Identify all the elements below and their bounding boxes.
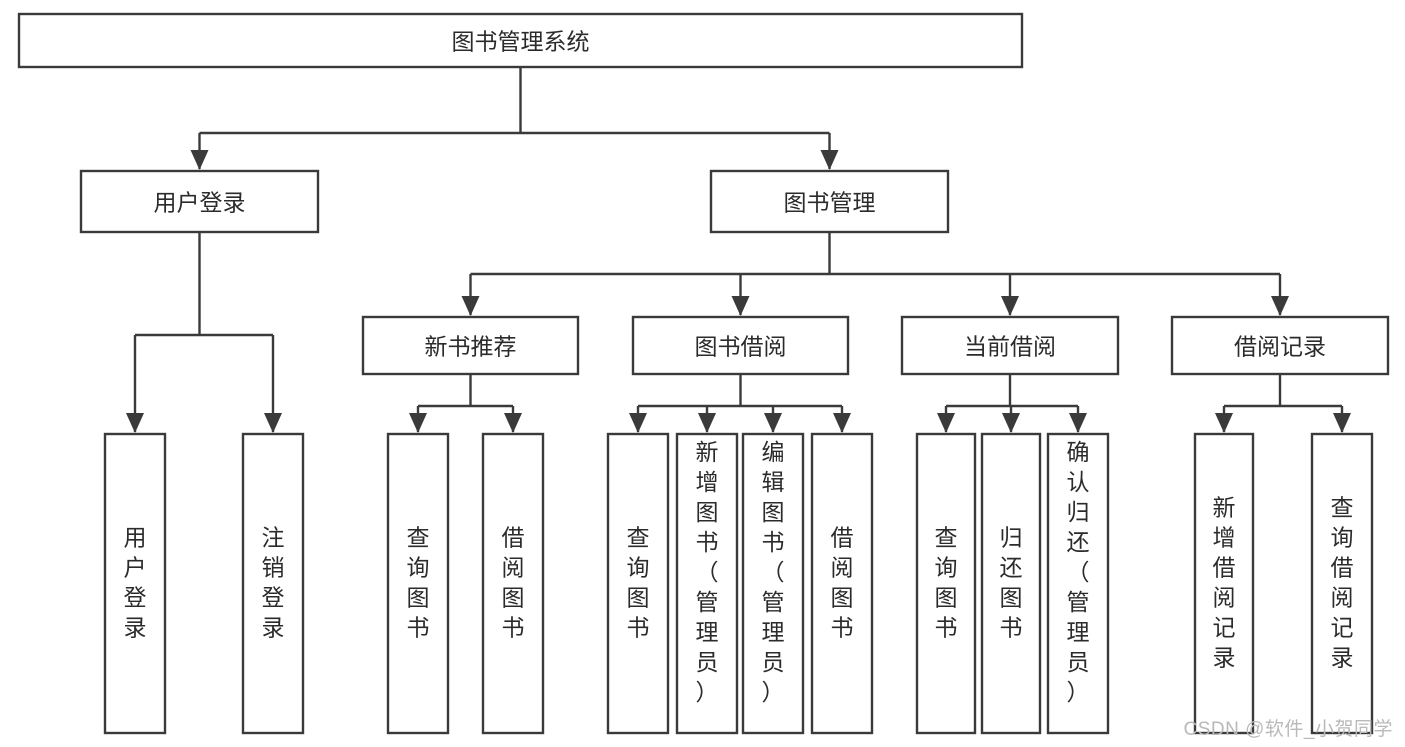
node-box-user-login bbox=[79, 169, 320, 234]
node-label-leaf-add-borrow-record: 新增借阅记录 bbox=[1213, 495, 1236, 671]
node-book-manage[interactable]: 图书管理 bbox=[709, 169, 950, 234]
node-box-leaf-user-login bbox=[103, 432, 167, 735]
node-leaf-edit-book-admin[interactable]: 编辑图书（管理员） bbox=[741, 432, 805, 735]
node-label-book-borrow: 图书借阅 bbox=[695, 334, 787, 360]
arrow-head-icon bbox=[764, 413, 782, 433]
arrow-head-icon bbox=[698, 413, 716, 433]
node-label-leaf-borrow-book-rec: 借阅图书 bbox=[502, 525, 525, 641]
node-label-borrow-record: 借阅记录 bbox=[1234, 334, 1326, 360]
arrow-head-icon bbox=[1215, 413, 1233, 433]
arrow-head-icon bbox=[264, 413, 282, 433]
arrow-head-icon bbox=[937, 413, 955, 433]
connector-lines bbox=[126, 67, 1351, 433]
node-box-leaf-query-book-borrow bbox=[606, 432, 670, 735]
node-leaf-borrow-book-rec[interactable]: 借阅图书 bbox=[481, 432, 545, 735]
node-label-current-borrow: 当前借阅 bbox=[964, 334, 1056, 360]
node-box-borrow-record bbox=[1170, 315, 1390, 376]
node-box-leaf-return-book bbox=[980, 432, 1042, 735]
node-leaf-add-borrow-record[interactable]: 新增借阅记录 bbox=[1193, 432, 1255, 735]
node-leaf-borrow-book[interactable]: 借阅图书 bbox=[810, 432, 874, 735]
node-box-leaf-borrow-book-rec bbox=[481, 432, 545, 735]
node-book-borrow[interactable]: 图书借阅 bbox=[631, 315, 850, 376]
node-box-leaf-add-borrow-record bbox=[1193, 432, 1255, 735]
node-label-new-book-recommend: 新书推荐 bbox=[425, 334, 517, 360]
node-boxes: 图书管理系统用户登录图书管理新书推荐图书借阅当前借阅借阅记录用户登录注销登录查询… bbox=[17, 12, 1390, 735]
node-new-book-recommend[interactable]: 新书推荐 bbox=[361, 315, 580, 376]
node-leaf-add-book-admin[interactable]: 新增图书（管理员） bbox=[675, 432, 739, 735]
arrow-head-icon bbox=[1271, 296, 1289, 316]
arrow-head-icon bbox=[833, 413, 851, 433]
node-box-leaf-query-book-current bbox=[915, 432, 977, 735]
arrow-head-icon bbox=[1333, 413, 1351, 433]
node-leaf-query-book-current[interactable]: 查询图书 bbox=[915, 432, 977, 735]
node-borrow-record[interactable]: 借阅记录 bbox=[1170, 315, 1390, 376]
node-label-leaf-query-book-borrow: 查询图书 bbox=[627, 525, 650, 641]
node-leaf-return-book[interactable]: 归还图书 bbox=[980, 432, 1042, 735]
node-box-leaf-query-book-rec bbox=[386, 432, 450, 735]
node-current-borrow[interactable]: 当前借阅 bbox=[900, 315, 1120, 376]
node-leaf-confirm-return-admin[interactable]: 确认归还（管理员） bbox=[1046, 432, 1110, 735]
node-label-leaf-return-book: 归还图书 bbox=[1000, 525, 1023, 641]
node-box-leaf-logout-login bbox=[241, 432, 305, 735]
arrow-head-icon bbox=[1001, 296, 1019, 316]
node-label-leaf-user-login: 用户登录 bbox=[124, 525, 147, 641]
arrow-head-icon bbox=[731, 296, 750, 316]
node-box-book-manage bbox=[709, 169, 950, 234]
node-box-leaf-query-borrow-record bbox=[1310, 432, 1374, 735]
node-label-user-login: 用户登录 bbox=[154, 190, 246, 216]
node-label-leaf-query-book-rec: 查询图书 bbox=[407, 525, 430, 641]
node-leaf-query-borrow-record[interactable]: 查询借阅记录 bbox=[1310, 432, 1374, 735]
node-label-leaf-edit-book-admin: 编辑图书（管理员） bbox=[762, 439, 785, 705]
arrow-head-icon bbox=[504, 413, 522, 433]
node-box-current-borrow bbox=[900, 315, 1120, 376]
node-label-leaf-logout-login: 注销登录 bbox=[262, 525, 285, 641]
node-leaf-query-book-rec[interactable]: 查询图书 bbox=[386, 432, 450, 735]
node-leaf-query-book-borrow[interactable]: 查询图书 bbox=[606, 432, 670, 735]
node-label-leaf-query-borrow-record: 查询借阅记录 bbox=[1331, 495, 1354, 671]
node-box-root bbox=[17, 12, 1024, 69]
arrow-head-icon bbox=[126, 413, 144, 433]
node-box-leaf-edit-book-admin bbox=[741, 432, 805, 735]
arrow-head-icon bbox=[1069, 413, 1087, 433]
arrow-head-icon bbox=[820, 150, 839, 170]
node-label-leaf-add-book-admin: 新增图书（管理员） bbox=[696, 439, 719, 705]
arrow-head-icon bbox=[1002, 413, 1020, 433]
node-label-leaf-confirm-return-admin: 确认归还（管理员） bbox=[1067, 439, 1090, 705]
node-leaf-logout-login[interactable]: 注销登录 bbox=[241, 432, 305, 735]
node-label-leaf-query-book-current: 查询图书 bbox=[935, 525, 958, 641]
arrow-head-icon bbox=[629, 413, 647, 433]
node-leaf-user-login[interactable]: 用户登录 bbox=[103, 432, 167, 735]
watermark-label: CSDN @软件_小贺同学 bbox=[1183, 719, 1393, 740]
node-user-login[interactable]: 用户登录 bbox=[79, 169, 320, 234]
node-label-leaf-borrow-book: 借阅图书 bbox=[831, 525, 854, 641]
node-label-book-manage: 图书管理 bbox=[784, 190, 876, 216]
arrow-head-icon bbox=[409, 413, 427, 433]
node-box-book-borrow bbox=[631, 315, 850, 376]
node-box-leaf-add-book-admin bbox=[675, 432, 739, 735]
node-box-new-book-recommend bbox=[361, 315, 580, 376]
arrow-head-icon bbox=[461, 296, 480, 316]
node-box-leaf-confirm-return-admin bbox=[1046, 432, 1110, 735]
arrow-head-icon bbox=[190, 150, 209, 170]
node-root[interactable]: 图书管理系统 bbox=[17, 12, 1024, 69]
node-label-root: 图书管理系统 bbox=[452, 29, 590, 55]
node-box-leaf-borrow-book bbox=[810, 432, 874, 735]
